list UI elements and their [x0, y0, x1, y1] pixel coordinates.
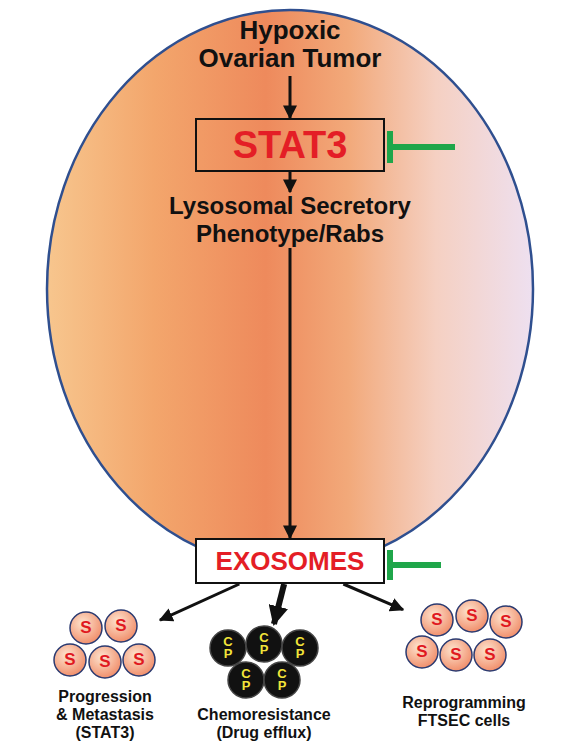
flow-arrow: [289, 248, 292, 538]
exosome-vesicle: S: [405, 635, 439, 669]
vesicle-circle: [54, 644, 86, 676]
flow-arrow: [160, 584, 239, 620]
vesicle-circle: [474, 639, 506, 671]
node-label: C P: [209, 629, 247, 667]
exosome-vesicle: S: [88, 645, 122, 679]
inhibitor-bar: [387, 550, 393, 580]
vesicle-circle: [89, 646, 121, 678]
exosome-cluster: Chemoresistance (Drug efflux)C PC PC PC …: [207, 624, 321, 702]
process-step: Lysosomal Secretory Phenotype/Rabs: [155, 192, 425, 248]
node-label: C P: [245, 625, 283, 663]
exosome-vesicle: S: [455, 599, 489, 633]
tumor-ellipse: [47, 10, 533, 568]
vesicle-circle: [70, 612, 102, 644]
node-label: S: [405, 635, 439, 669]
node-label: S: [455, 599, 489, 633]
node-label: S: [473, 638, 507, 672]
vesicle-circle: [264, 662, 300, 698]
tumor-cell: Hypoxic Ovarian TumorSTAT3Lysosomal Secr…: [45, 8, 535, 570]
exosome-vesicle: S: [104, 609, 138, 643]
node-label: Hypoxic Ovarian Tumor: [193, 16, 388, 72]
node-label: C P: [281, 629, 319, 667]
node-label: S: [88, 645, 122, 679]
node-label: S: [104, 609, 138, 643]
vesicle-circle: [282, 630, 318, 666]
vesicle-circle: [406, 636, 438, 668]
drug-vesicle: C P: [263, 661, 301, 699]
vesicle-circle: [421, 604, 453, 636]
node-label: S: [489, 605, 523, 639]
vesicle-circle: [490, 606, 522, 638]
inhibitor-line: [390, 562, 441, 568]
node-label: S: [420, 603, 454, 637]
exosome-cluster: Progression & Metastasis (STAT3)SSSSS: [50, 608, 160, 682]
node-label: Progression & Metastasis (STAT3): [53, 688, 157, 742]
drug-vesicle: C P: [227, 661, 265, 699]
node-label: STAT3: [233, 126, 348, 164]
node-label: S: [69, 611, 103, 645]
flow-arrow: [289, 76, 292, 118]
node-label: S: [122, 643, 156, 677]
vesicle-circle: [246, 626, 282, 662]
flow-arrow: [289, 172, 292, 192]
exosome-vesicle: S: [489, 605, 523, 639]
drug-vesicle: C P: [245, 625, 283, 663]
node-label: C P: [227, 661, 265, 699]
exosome-vesicle: S: [439, 638, 473, 672]
exosome-vesicle: S: [53, 643, 87, 677]
node-label: Reprogramming FTSEC cells: [392, 694, 537, 730]
node-label: Lysosomal Secretory Phenotype/Rabs: [155, 192, 425, 248]
vesicle-circle: [440, 639, 472, 671]
exosome-vesicle: S: [69, 611, 103, 645]
exosome-vesicle: S: [420, 603, 454, 637]
vesicle-circle: [123, 644, 155, 676]
exosome-cluster: Reprogramming FTSEC cellsSSSSSS: [403, 598, 525, 674]
tumor-outline: [45, 8, 535, 570]
node-label: EXOSOMES: [216, 548, 365, 574]
drug-vesicle: C P: [209, 629, 247, 667]
vesicle-circle: [105, 610, 137, 642]
node-label: S: [439, 638, 473, 672]
inhibitor-bar: [387, 131, 393, 163]
vesicle-circle: [228, 662, 264, 698]
process-box: EXOSOMES: [195, 538, 385, 584]
vesicle-circle: [456, 600, 488, 632]
process-box: STAT3: [195, 118, 385, 172]
exosome-vesicle: S: [122, 643, 156, 677]
node-label: C P: [263, 661, 301, 699]
flow-arrow: [274, 584, 284, 624]
node-label: S: [53, 643, 87, 677]
exosome-vesicle: S: [473, 638, 507, 672]
vesicle-circle: [210, 630, 246, 666]
inhibitor-line: [390, 144, 455, 150]
node-label: Chemoresistance (Drug efflux): [192, 706, 337, 742]
drug-vesicle: C P: [281, 629, 319, 667]
flow-arrow: [343, 584, 403, 610]
